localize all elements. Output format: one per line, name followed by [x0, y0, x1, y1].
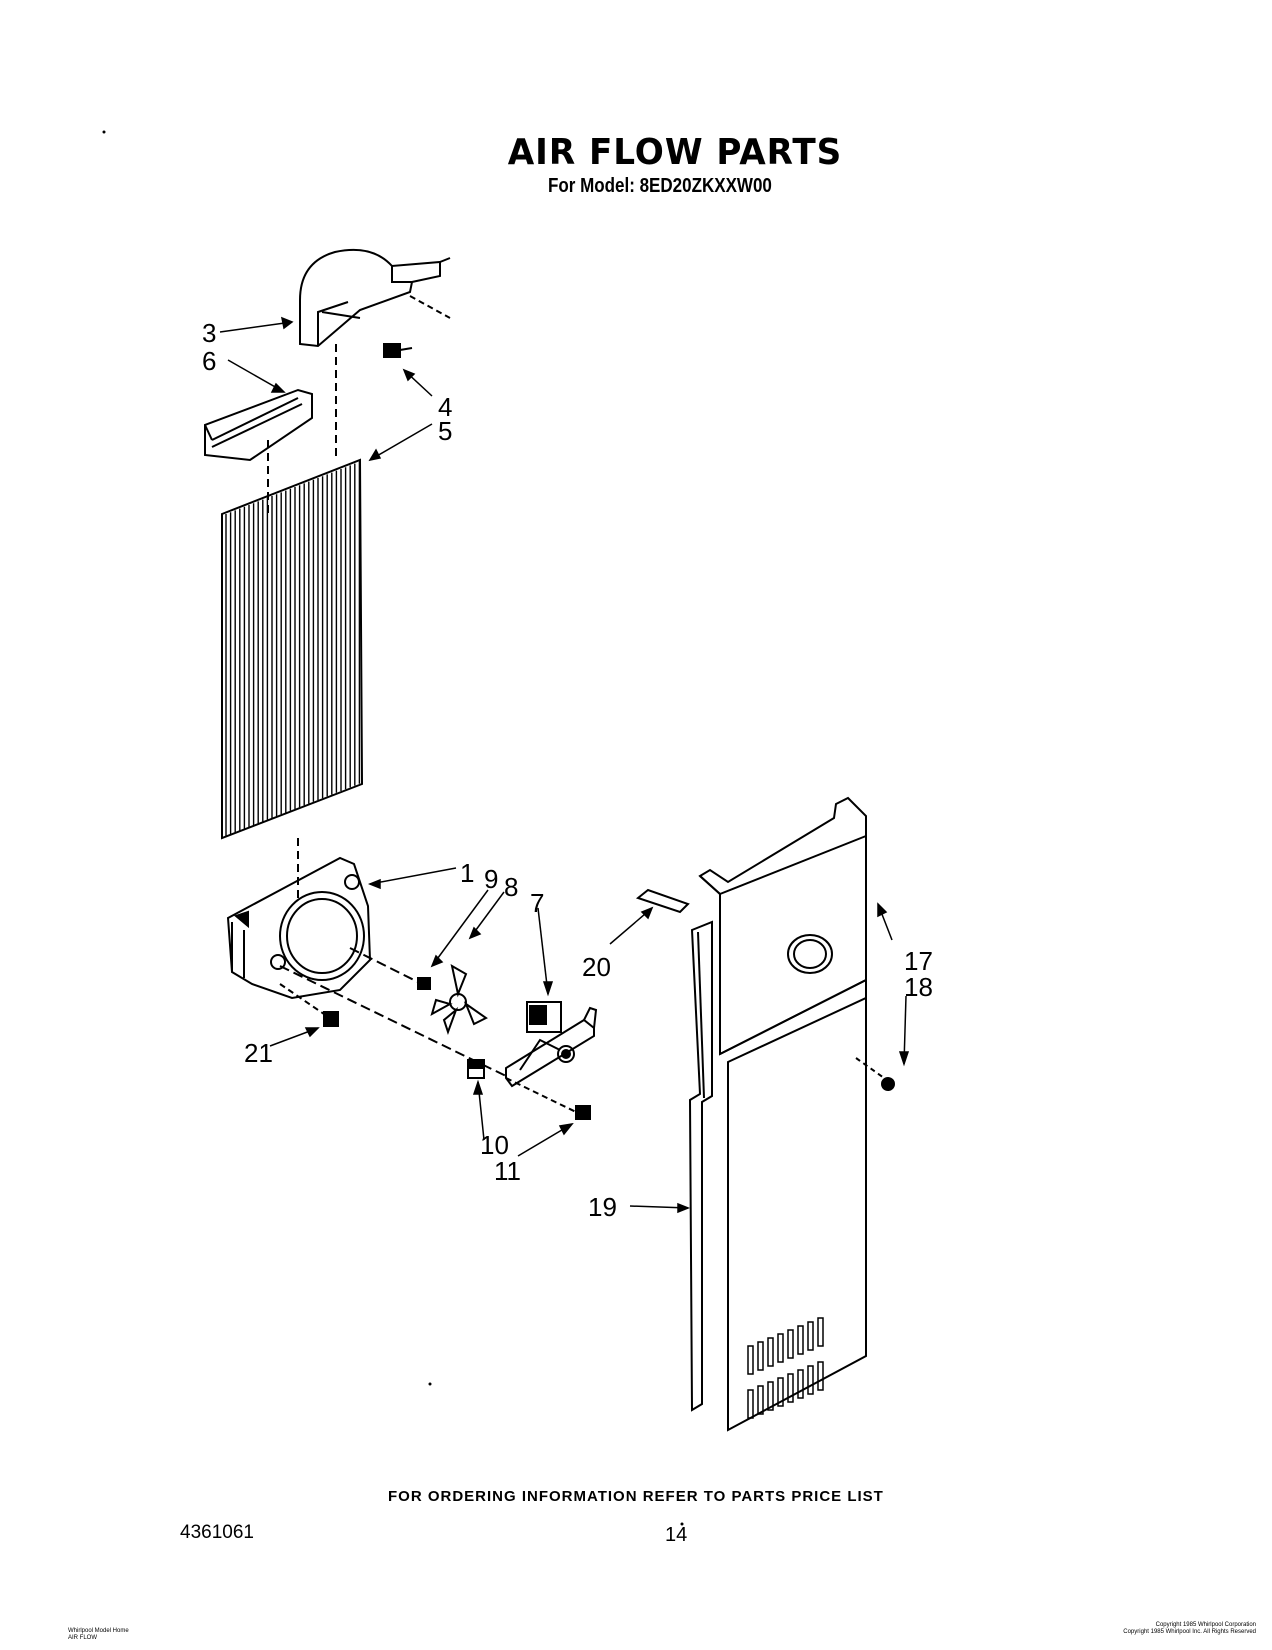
document-number: 4361061	[180, 1522, 254, 1543]
callout-20: 20	[582, 952, 611, 982]
vent-slot	[797, 1325, 804, 1355]
screw-part	[383, 343, 413, 358]
vent-slot	[757, 1385, 764, 1415]
side-trim-part	[688, 920, 713, 1412]
vent-slot	[807, 1321, 814, 1351]
nut-part	[417, 977, 431, 990]
fine-print-right-line-2: Copyright 1985 Whirlpool Inc. All Rights…	[1123, 1629, 1256, 1635]
vent-slot	[817, 1361, 824, 1391]
vent-slot	[777, 1333, 784, 1363]
callout-8: 8	[504, 872, 519, 902]
grille-part	[204, 388, 313, 462]
callout-1: 1	[460, 858, 475, 888]
page-number: 14	[665, 1524, 688, 1546]
callout-3: 3	[202, 318, 217, 348]
fan-blade-part	[430, 964, 488, 1036]
vent-slot	[757, 1341, 764, 1371]
fan-housing-part	[226, 856, 372, 1000]
fan-motor-part	[505, 1001, 598, 1088]
vent-slot	[787, 1373, 794, 1403]
vent-slot	[747, 1345, 754, 1375]
callout-7: 7	[530, 888, 545, 918]
ordering-info: FOR ORDERING INFORMATION REFER TO PARTS …	[388, 1488, 884, 1505]
callout-21: 21	[244, 1038, 273, 1068]
page-title: AIR FLOW PARTS	[507, 132, 843, 173]
fine-print-right: Copyright 1985 Whirlpool Corporation Cop…	[1070, 1622, 1256, 1636]
fine-print-left-line-2: AIR FLOW	[68, 1635, 98, 1641]
callout-9: 9	[484, 864, 499, 894]
callout-19: 19	[588, 1192, 617, 1222]
fine-print-right-line-1: Copyright 1985 Whirlpool Corporation	[1155, 1622, 1256, 1628]
vent-slot	[767, 1381, 774, 1411]
callout-4: 4	[438, 392, 453, 422]
screw-part-11	[575, 1105, 591, 1120]
vent-slot	[777, 1377, 784, 1407]
model-subtitle: For Model: 8ED20ZKXXW00	[548, 175, 772, 197]
evaporator-coil-part	[221, 458, 364, 840]
vent-slot	[787, 1329, 794, 1359]
vent-slot	[807, 1365, 814, 1395]
callout-10: 10	[480, 1130, 509, 1160]
vent-slot	[817, 1317, 824, 1347]
callout-5: 5	[438, 416, 453, 446]
seal-part	[635, 888, 690, 914]
fine-print-left-line-1: Whirlpool Model Home	[68, 1628, 129, 1634]
callout-18: 18	[904, 972, 933, 1002]
rear-panel-part	[698, 796, 895, 1432]
callout-11: 11	[494, 1156, 521, 1186]
callout-17: 17	[904, 946, 933, 976]
fine-print-left: Whirlpool Model Home AIR FLOW	[68, 1628, 129, 1642]
screw-part-21	[323, 1011, 339, 1027]
air-duct-part	[299, 248, 451, 348]
vent-slot	[797, 1369, 804, 1399]
callout-leaders	[219, 316, 910, 1214]
vent-slot	[767, 1337, 774, 1367]
callout-6: 6	[202, 346, 217, 376]
vent-slot	[747, 1389, 754, 1419]
